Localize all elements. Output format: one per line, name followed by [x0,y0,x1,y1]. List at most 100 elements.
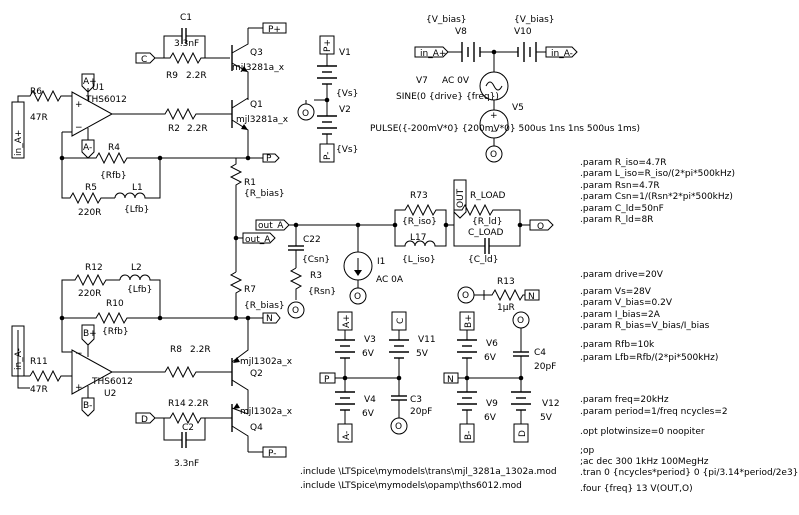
svg-text:D: D [518,430,528,437]
net-flag-a-minus-v4: A- [337,423,353,443]
param-line: .param Rfb=10k [580,340,655,350]
c2-value: 3.3nF [174,459,199,469]
net-flag-out-a-mid: out_A [236,232,276,245]
param-line: .param freq=20kHz [580,395,669,405]
r8-resistor: R8 2.2R [112,345,232,379]
c2-ref: C2 [182,423,194,433]
svg-text:N: N [528,292,535,302]
svg-text:+: + [75,100,83,110]
l17-ref: L17 [410,233,426,243]
net-p-label-upper: P [266,154,272,164]
q3-transistor: Q3 mjl3281a_x [231,28,285,98]
v11-ref: V11 [418,335,436,345]
ground-o-c4: O [512,311,530,329]
r8-ref: R8 [170,345,182,355]
v4-ref: V4 [364,395,376,405]
r10-resistor: R10 {Rfb} [62,299,248,337]
v3-ref: V3 [364,335,376,345]
net-flag-b-plus-u2: B+ [81,324,97,346]
v12-source: V12 5V [511,378,560,424]
c3-value: 20pF [410,407,432,417]
r14-resistor: R14 2.2R [155,399,232,425]
q3-ref: Q3 [250,48,263,58]
net-flag-p-minus: P- [248,446,287,459]
c22-capacitor: C22 {Csn} [288,225,330,268]
v11-value: 5V [416,349,429,359]
v1-source: V1 {Vs} [317,48,358,99]
svg-text:P+: P+ [323,39,333,52]
v12-ref: V12 [542,399,560,409]
param-line: .param Vs=28V [580,287,652,297]
u1-inv-wire [61,131,72,158]
v6-source: V6 6V [457,330,498,378]
v3-value: 6V [362,349,375,359]
r4-resistor: R4 {Rfb} [62,143,248,181]
r11-resistor: R11 47R [17,330,72,395]
v5-value: PULSE({-200mV*0} {200mV*0} 500us 1ns 1ns… [370,124,640,134]
net-flag-p-plus: P+ [248,22,287,35]
v6-ref: V6 [486,339,498,349]
c1-capacitor: C1 3.3nF [163,13,206,58]
param-line: .param Lfb=Rfb/(2*pi*500kHz) [580,353,718,363]
r14-value: 2.2R [188,399,209,409]
v10-value: {V_bias} [514,15,555,25]
ground-o-r13: O [457,286,475,304]
net-pplus-label: P+ [268,25,281,35]
net-flag-p-rails: P [319,372,336,385]
net-pminus-label: P- [268,449,276,459]
r4-value: {Rfb} [100,171,127,181]
net-flag-a-plus-v3: A+ [337,311,353,331]
net-aplus-label-u1: A+ [83,77,97,87]
ground-o-r3: O [287,301,305,319]
net-flag-in-a-plus: in_A+ [11,101,25,159]
r10-ref: R10 [106,299,124,309]
param-line: .param drive=20V [580,270,664,280]
r6-ref: R6 [30,87,42,97]
svg-text:O: O [537,222,544,232]
r-load-value: {R_ld} [472,217,502,227]
svg-text:O: O [517,316,524,326]
net-flag-n-rails: N [443,372,459,385]
ground-o-c3: O [390,417,408,435]
net-inaminus-label: in_A- [14,348,24,370]
v2-ref: V2 [339,105,351,115]
net-flag-a-plus-u1: A+ [81,73,97,93]
param-line: ;ac dec 300 1kHz 100MegHz [580,457,709,467]
param-list: .param R_iso=4.7R .param L_iso=R_iso/(2*… [580,158,798,494]
svg-text:in_A-: in_A- [551,49,573,59]
v4-value: 6V [362,409,375,419]
include-line: .include \LTSpice\mymodels\opamp\ths6012… [300,481,522,491]
r11-ref: R11 [30,357,48,367]
r5-ref: R5 [85,183,97,193]
r3-ref: R3 [310,271,322,281]
svg-text:B-: B- [464,431,474,440]
v9-ref: V9 [486,399,498,409]
v4-source: V4 6V [335,378,376,424]
c3-capacitor: C3 20pF [391,378,432,418]
r12-value: 220R [78,289,101,299]
r4-ref: R4 [108,143,120,153]
c1-value: 3.3nF [174,39,199,49]
u2-opamp: − + THS6012 U2 [71,345,133,399]
ground-o-i1: O [349,287,367,305]
c4-capacitor: C4 20pF [513,328,556,378]
c-load-value: {C_ld} [468,255,498,265]
r12-ref: R12 [85,263,103,273]
net-flag-b-minus-u2: B- [81,397,95,417]
v8-source [448,42,518,62]
r7-resistor: R7 {R_bias} [229,271,285,318]
c4-value: 20pF [534,362,556,372]
net-flag-in-a-minus-src: in_A- [545,46,578,59]
u1-value: THS6012 [85,95,127,105]
q4-value: mjl1302a_x [240,407,293,417]
v2-value: {Vs} [336,145,358,155]
net-flag-in-a-minus: in_A- [11,325,25,377]
q2-ref: Q2 [250,369,263,379]
q2-transistor: mjl1302a_x Q2 [231,318,293,414]
l17-value: {L_iso} [402,255,436,265]
svg-text:N: N [447,375,454,385]
q2-value: mjl1302a_x [240,357,293,367]
r11-value: 47R [30,385,48,395]
param-line: .param R_ld=8R [580,215,653,225]
